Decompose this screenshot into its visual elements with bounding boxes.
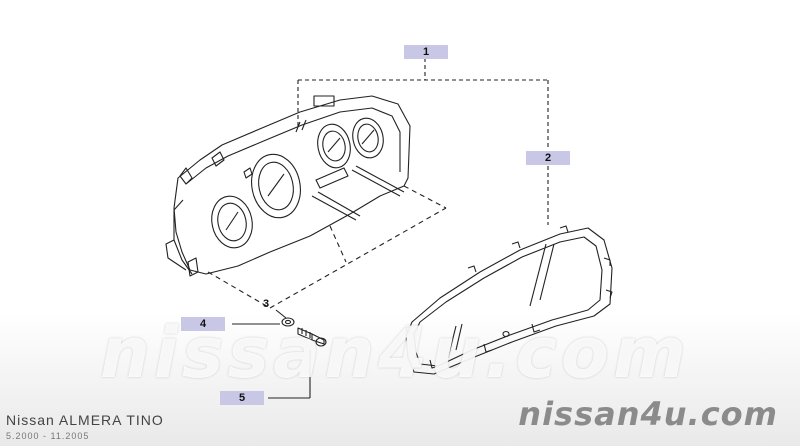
projection-lines xyxy=(207,185,447,309)
callout-5: 5 xyxy=(220,391,264,405)
screw xyxy=(297,327,327,347)
vehicle-model: Nissan ALMERA TINO xyxy=(6,412,164,428)
brand-logo-text: nissan4u.com xyxy=(518,395,778,433)
watermark-text: nissan4u.com xyxy=(100,312,690,394)
callout-2: 2 xyxy=(526,151,570,165)
meter-glass xyxy=(405,225,613,375)
callout-4: 4 xyxy=(181,317,225,331)
callout-1: 1 xyxy=(404,45,448,59)
callout-3: 3 xyxy=(263,298,270,310)
leader-part-1 xyxy=(297,58,549,150)
leader-part-5 xyxy=(268,350,311,399)
leader-part-3 xyxy=(275,309,287,319)
production-years: 5.2000 - 11.2005 xyxy=(6,431,90,441)
washer xyxy=(281,317,295,327)
combination-meter xyxy=(165,95,411,277)
